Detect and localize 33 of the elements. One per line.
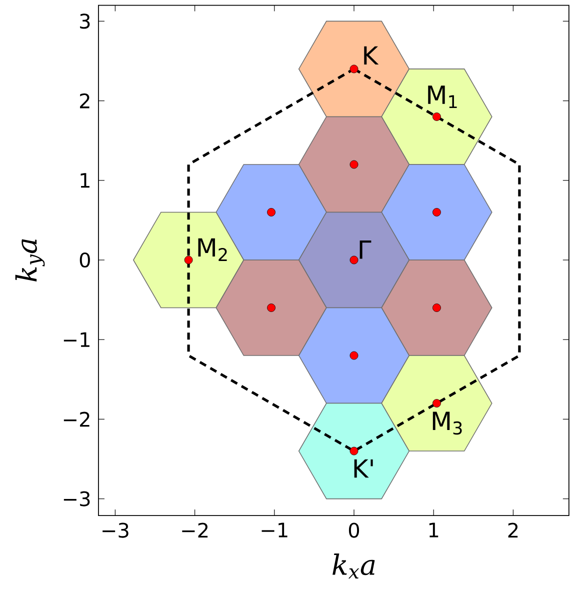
hexagon-cell [381, 260, 492, 356]
tick-label: −1 [262, 522, 288, 538]
tick-label: 2 [508, 522, 518, 538]
tick-label: −2 [64, 412, 90, 427]
tick-label: 0 [348, 522, 360, 538]
point-label: Γ [360, 240, 372, 259]
tick-label: −3 [102, 522, 128, 538]
point-label: M$_{3}$ [432, 412, 462, 435]
tick-label: 0 [80, 252, 90, 268]
tick-label: −3 [64, 491, 90, 506]
tick-label: −2 [182, 522, 208, 538]
hexagon-cell [381, 355, 492, 452]
hexagon-cell [216, 164, 327, 260]
hexagon-cell [381, 164, 492, 260]
point-label: M$_{1}$ [428, 86, 457, 108]
hexagon-cell [132, 212, 244, 308]
hexagon-cell [298, 212, 410, 308]
tick-label: 3 [80, 14, 90, 29]
tick-label: −1 [64, 332, 90, 347]
hexagon-cell [298, 20, 410, 118]
point-label: K' [354, 459, 373, 478]
hexagon-cell [216, 260, 327, 356]
tick-label: 1 [429, 522, 438, 538]
hexagon-cell [381, 68, 492, 165]
point-label: K [364, 46, 379, 65]
hexagon-cell [298, 402, 410, 500]
hexagon-cell [298, 116, 410, 213]
axis-label: k$_{x}$a [332, 554, 375, 578]
tick-label: 1 [80, 173, 90, 188]
point-label: M$_{2}$ [198, 238, 227, 261]
tick-label: 2 [80, 93, 90, 108]
hexagon-cell [298, 307, 410, 404]
axis-label: k$_{y}$a [15, 239, 45, 282]
